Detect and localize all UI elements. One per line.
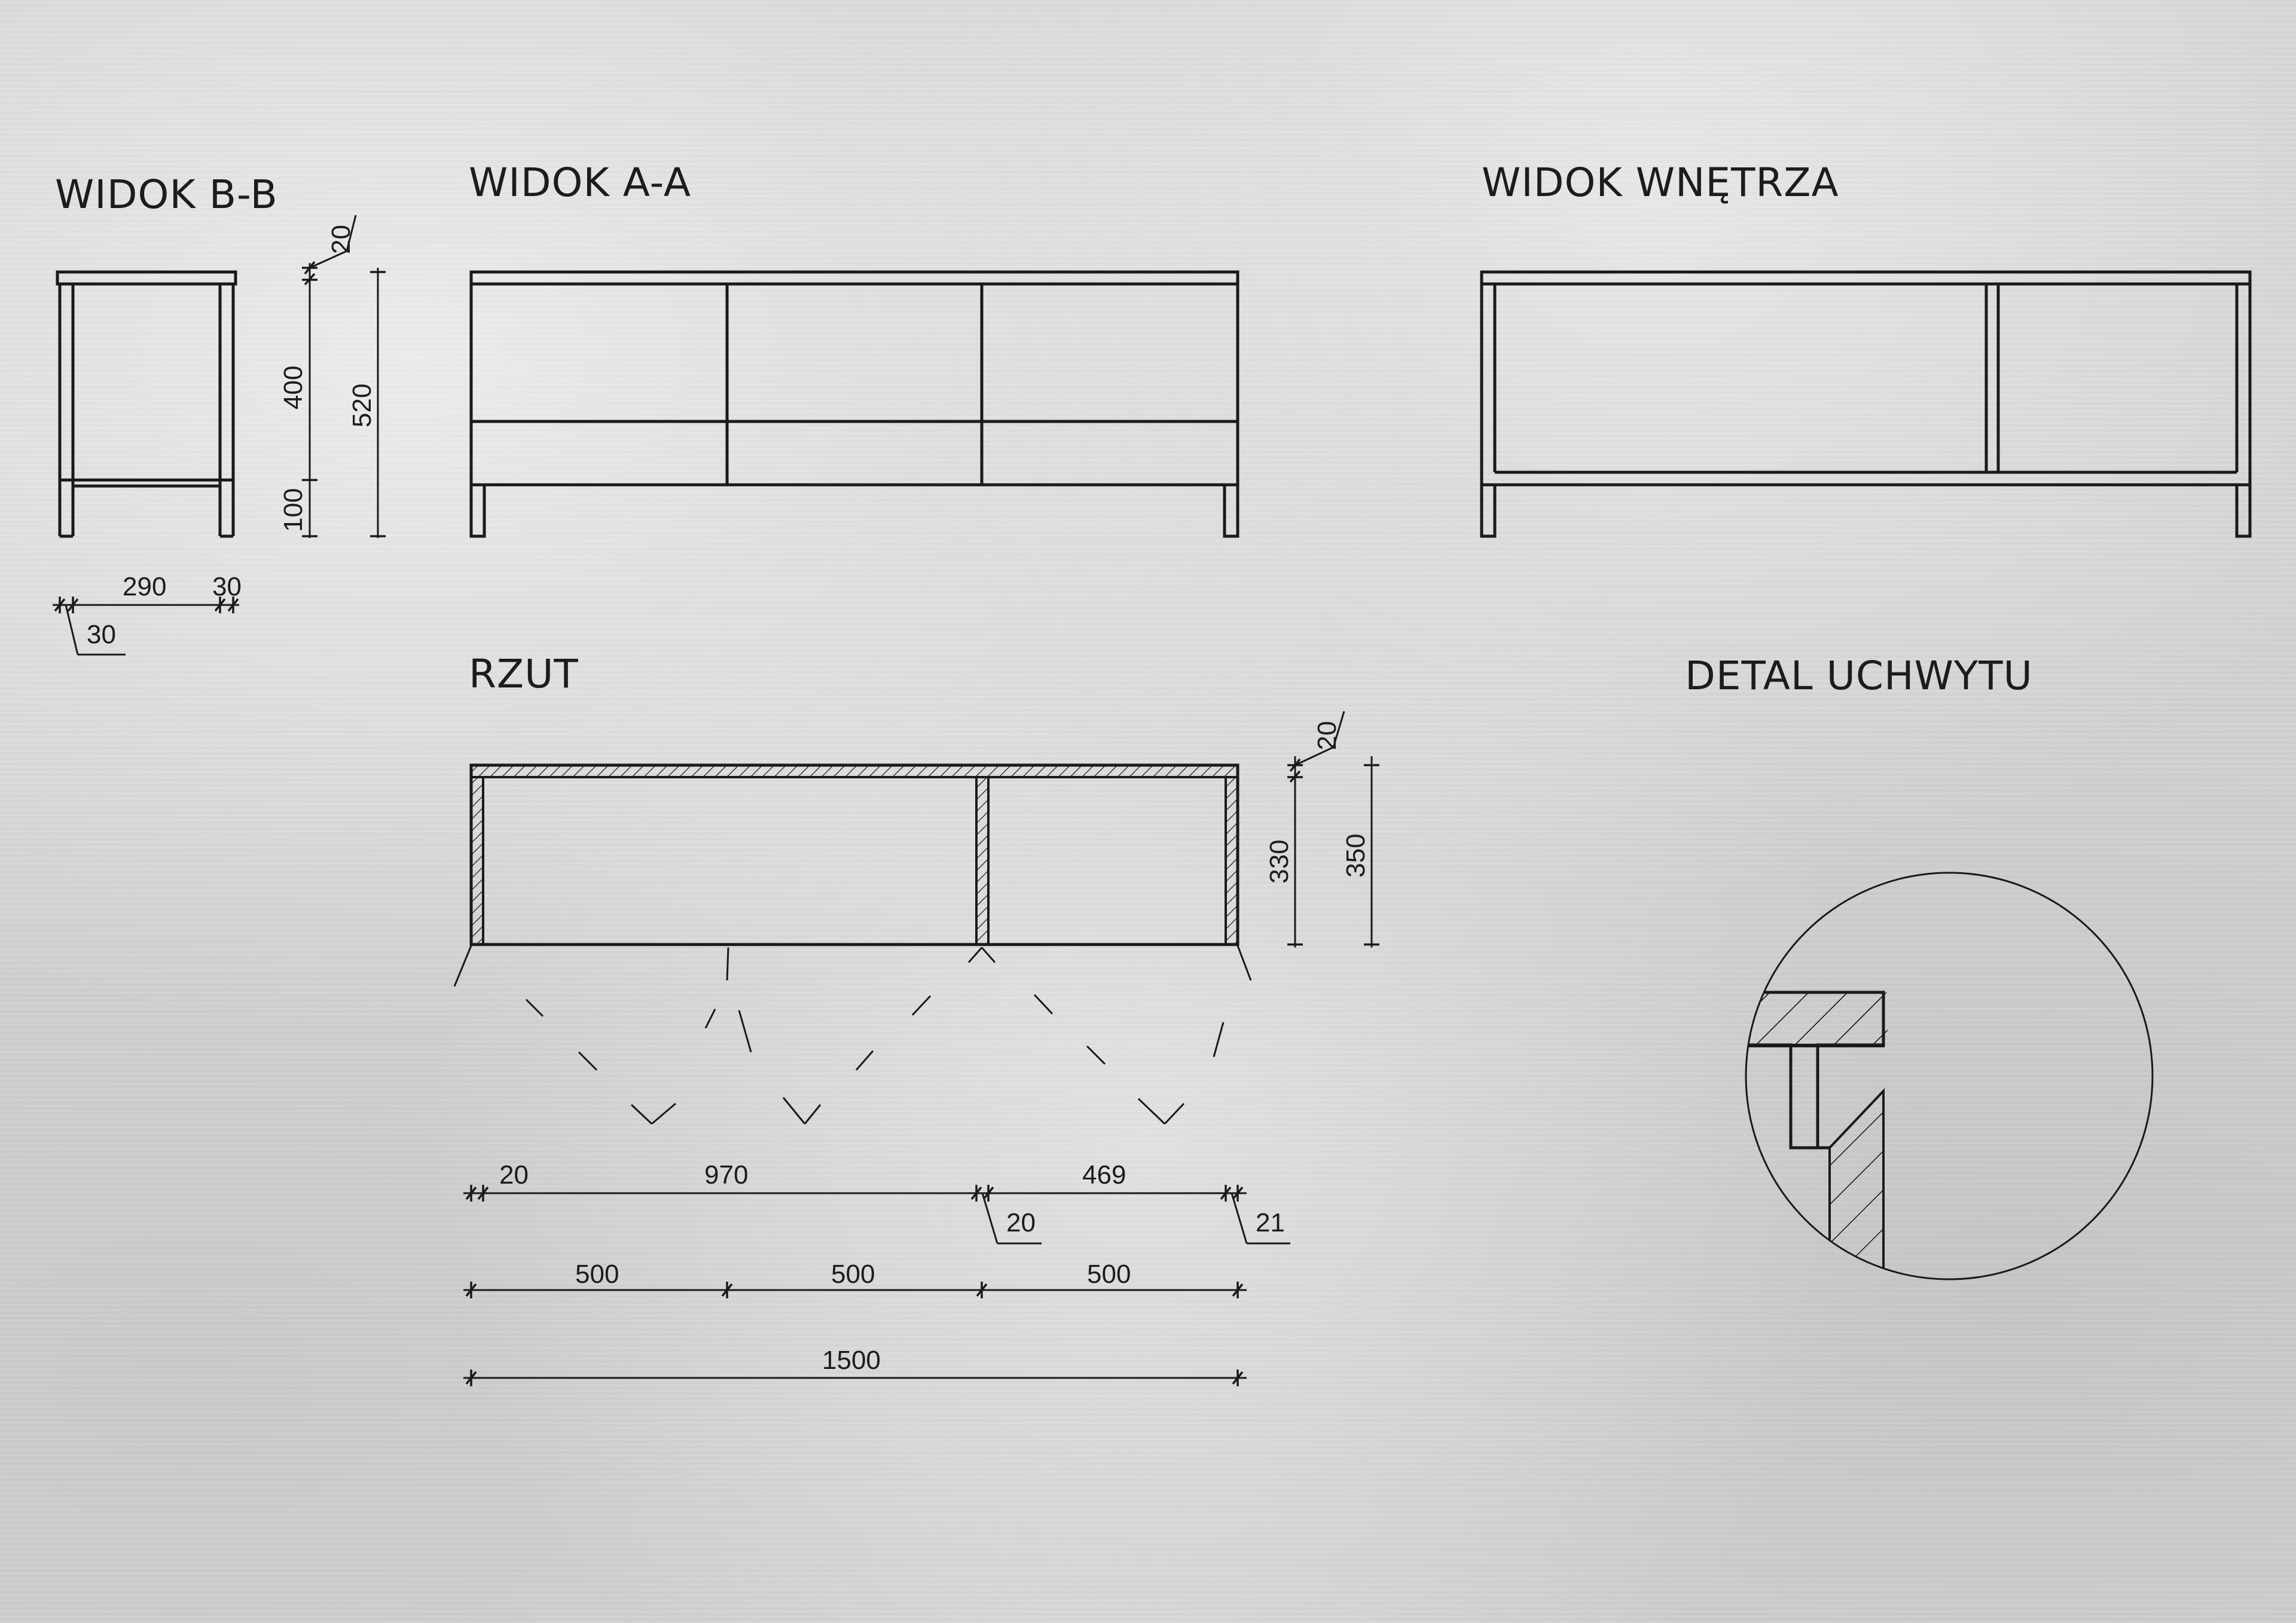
plan-module-dimensions [463, 1282, 1247, 1298]
view-a-title: WIDOK A-A [469, 160, 691, 206]
dim-module-2: 500 [831, 1260, 875, 1289]
view-interior-title: WIDOK WNĘTRZA [1482, 160, 1839, 206]
dim-leg-height: 100 [279, 488, 308, 532]
dim-inner-depth: 290 [123, 572, 166, 601]
dim-top-thickness: 20 [326, 225, 356, 254]
plan-segment-dimensions [463, 1185, 1290, 1245]
dim-segment-left-wall: 20 [499, 1160, 529, 1190]
dim-plan-inner-depth: 330 [1265, 840, 1294, 884]
front-view-drawing [469, 270, 1239, 538]
plan-depth-dimensions [1287, 711, 1379, 947]
handle-detail-drawing [1745, 872, 2154, 1280]
dim-side-left: 30 [87, 620, 116, 649]
side-width-dimensions [53, 597, 239, 656]
dim-segment-right-wall: 21 [1256, 1208, 1285, 1237]
plan-door-swings [525, 994, 1225, 1125]
view-b-title: WIDOK B-B [55, 172, 278, 218]
interior-view-drawing [1480, 270, 2252, 538]
dim-module-3: 500 [1087, 1260, 1131, 1289]
dim-module-1: 500 [575, 1260, 619, 1289]
dim-total-height: 520 [347, 384, 377, 427]
dim-side-right: 30 [212, 572, 242, 601]
dim-back-thickness: 20 [1312, 721, 1342, 750]
detail-title: DETAL UCHWYTU [1685, 653, 2033, 699]
plan-drawing [453, 763, 1252, 987]
dim-plan-total-depth: 350 [1341, 834, 1370, 878]
dim-body-height: 400 [279, 366, 308, 409]
side-height-dimensions [302, 215, 386, 538]
dim-segment-mid-wall: 20 [1006, 1208, 1036, 1237]
dim-segment-left: 970 [704, 1160, 748, 1190]
plan-overall-dimension [463, 1370, 1247, 1386]
side-view-drawing [56, 270, 237, 538]
dim-overall: 1500 [822, 1346, 881, 1375]
dim-segment-right: 469 [1082, 1160, 1126, 1190]
plan-title: RZUT [469, 651, 579, 697]
